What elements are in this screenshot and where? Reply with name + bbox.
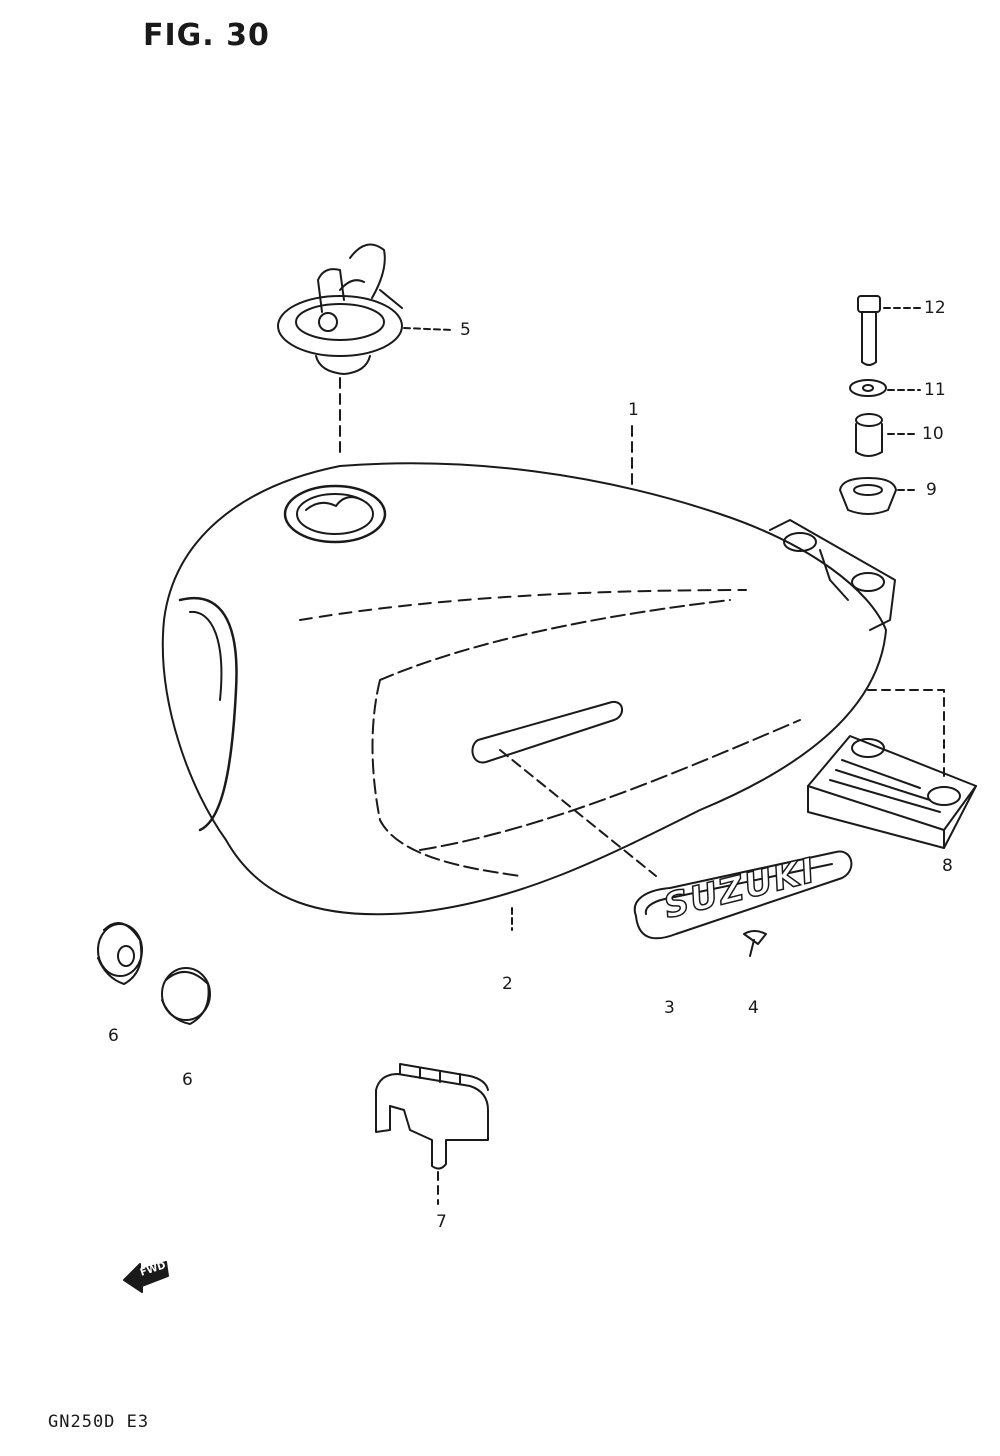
emblem-screw bbox=[743, 930, 767, 957]
callout-6a: 6 bbox=[108, 1026, 119, 1046]
callout-1: 1 bbox=[628, 400, 639, 420]
callout-5: 5 bbox=[460, 320, 471, 340]
leader-line-8 bbox=[867, 689, 945, 781]
callout-3: 3 bbox=[664, 998, 675, 1018]
rubber-cushion bbox=[807, 735, 977, 849]
figure-title: FIG. 30 bbox=[143, 18, 270, 53]
suzuki-emblem bbox=[633, 850, 853, 940]
leader-line-5 bbox=[403, 327, 453, 331]
mounting-hardware bbox=[839, 295, 897, 515]
grommet-b bbox=[161, 967, 211, 1025]
callout-2: 2 bbox=[502, 974, 513, 994]
callout-12: 12 bbox=[924, 298, 946, 318]
callout-10: 10 bbox=[922, 424, 944, 444]
fuel-cap bbox=[277, 243, 403, 375]
callout-4: 4 bbox=[748, 998, 759, 1018]
callout-6b: 6 bbox=[182, 1070, 193, 1090]
callout-9: 9 bbox=[926, 480, 937, 500]
model-code: GN250D E3 bbox=[48, 1412, 150, 1432]
rubber-clip bbox=[375, 1063, 489, 1170]
grommet-a bbox=[97, 921, 143, 985]
callout-8: 8 bbox=[942, 856, 953, 876]
leader-line-3 bbox=[499, 749, 657, 877]
callout-7: 7 bbox=[436, 1212, 447, 1232]
forward-arrow bbox=[123, 1261, 169, 1293]
fuel-tank bbox=[161, 462, 896, 931]
callout-11: 11 bbox=[924, 380, 946, 400]
